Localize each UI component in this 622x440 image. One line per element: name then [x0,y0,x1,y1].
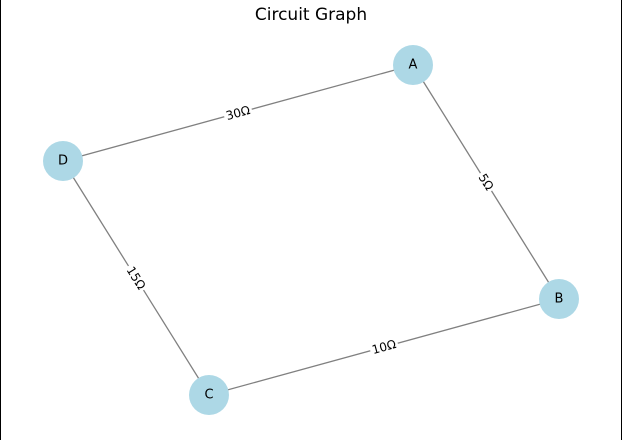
node-a [393,45,433,85]
node-b [539,279,579,319]
edge-label-da: 30Ω [224,103,251,123]
node-label-b: B [555,292,564,307]
edge-label-group-da: 30Ω [222,101,254,125]
edge-label-bg-ab [473,168,499,196]
node-label-c: C [204,388,213,403]
edge-label-bg-bc [368,335,400,359]
node-label-d: D [58,154,68,169]
edge-label-bg-da [222,101,254,125]
edge-label-group-ab: 5Ω [473,168,499,196]
node-d [43,141,83,181]
node-label-a: A [409,58,418,73]
edge-label-group-bc: 10Ω [368,335,400,359]
edge-label-group-cd: 15Ω [121,261,151,295]
edge-label-bc: 10Ω [370,337,397,357]
edge-label-bg-cd [121,261,151,295]
diagram-title: Circuit Graph [254,5,368,25]
node-c [189,375,229,415]
